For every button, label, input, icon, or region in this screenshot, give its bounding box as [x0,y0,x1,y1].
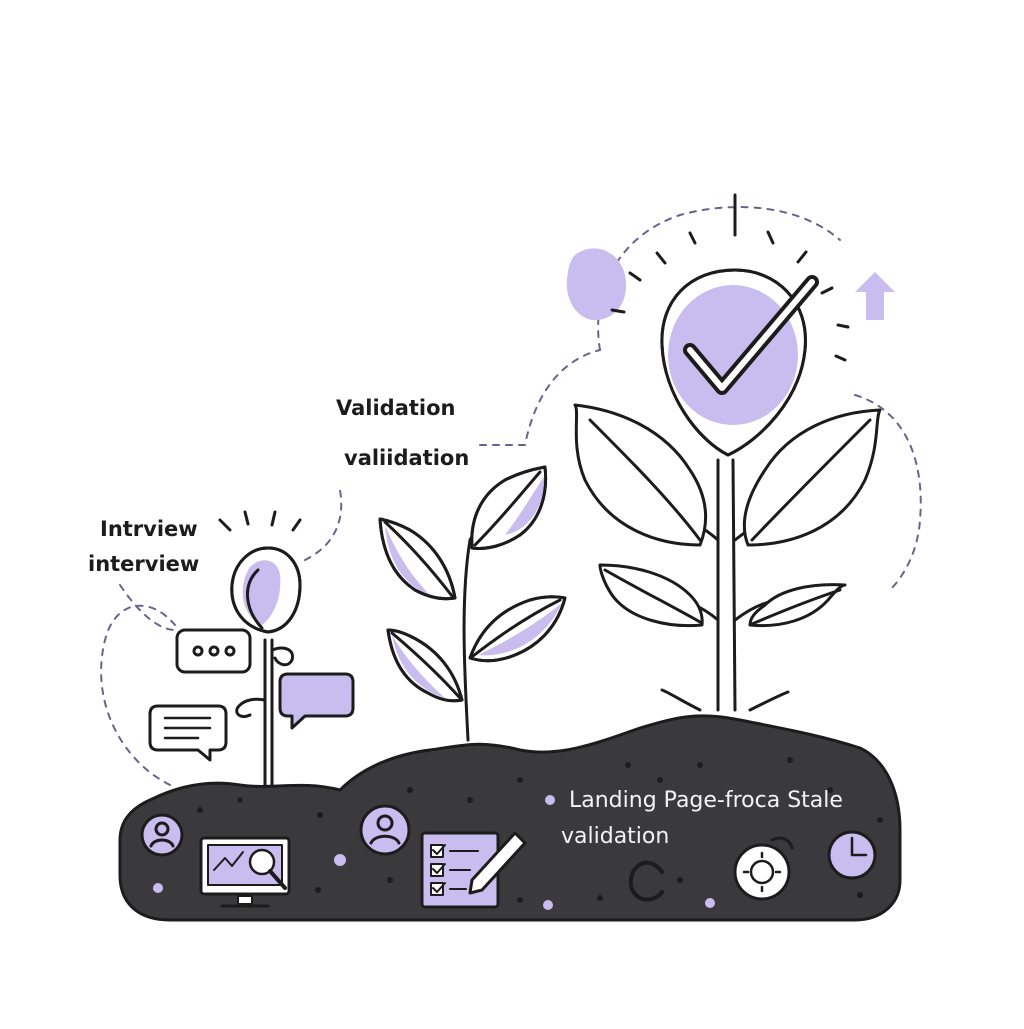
validation-label-line1: Validation [336,396,456,420]
interview-label-line1: Intrview [100,517,198,541]
monitor-chart-magnifier-icon [199,836,291,908]
landing-page-label-line1: Landing Page-froca Stale [569,788,843,813]
gear-badge-icon [733,836,794,901]
soil-mound [118,714,902,922]
circular-arrow-icon [628,860,664,902]
soil-speckles [153,757,883,910]
user-avatar-icon [140,813,184,857]
sprout-rays [218,510,302,532]
lines-speech-bubble-icon [148,704,228,762]
check-mark-icon [683,275,819,395]
bulb-rays [610,193,850,362]
user-avatar-icon [359,804,411,856]
landing-page-label-line2: validation [561,824,670,849]
checklist-pencil-icon [420,831,527,909]
validated-plant [573,268,882,712]
validation-label-line2: valiidation [344,446,470,470]
lavender-blob [566,248,627,321]
clock-icon [827,830,877,880]
growing-plant [378,465,567,742]
interview-label-line2: interview [88,552,200,576]
sprout-plant [218,510,302,787]
up-arrow-icon [855,272,895,320]
blank-speech-bubble-icon [278,672,355,730]
ellipsis-speech-bubble-icon [175,628,252,674]
